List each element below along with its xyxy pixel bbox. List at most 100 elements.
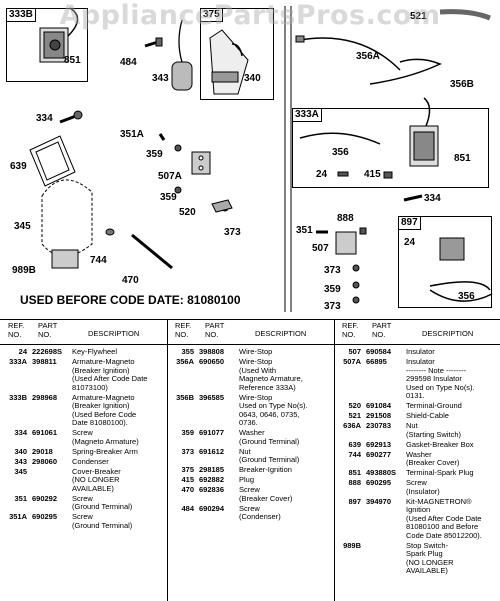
description-cell: Gasket-Breaker Box [406,439,474,449]
ref-cell: 375 [181,465,194,474]
description-cell: Armature-Magneto (Breaker Ignition) (Use… [72,357,148,392]
kit-897-art [429,237,493,302]
description-cell: Screw (Condenser) [239,503,281,521]
box-375 [200,8,274,100]
ref-cell: 415 [181,475,194,484]
callout-343: 343 [152,73,169,84]
part-number-cell: 298185 [199,465,225,474]
condenser-343-art [171,19,193,91]
description-cell: Wire-Stop (Used With Magneto Armature, R… [239,357,303,392]
description-cell: Screw (Ground Terminal) [72,493,133,511]
parts-table: REF. NO. PART NO. DESCRIPTION 24 222698S K… [0,319,500,601]
header-part: PART NO. [205,321,225,339]
part-number-cell: 396585 [199,392,225,402]
shield-521-art [439,9,491,21]
header-ref: REF. NO. [175,321,192,339]
header-desc: DESCRIPTION [422,329,474,338]
armature-333a-art [409,97,439,167]
part-number-cell: 690292 [32,493,58,503]
ref-cell: 744 [348,449,361,459]
part-number-cell: 222698S [32,347,63,356]
callout-989b: 989B [12,265,36,276]
ref-cell: 343 [14,456,27,466]
callout-359b: 359 [160,192,177,203]
callout-351: 351 [296,225,313,236]
ref-cell: 359 [181,428,194,437]
part-number-cell: 690295 [366,478,392,487]
armature-333b-art [39,7,79,63]
callout-415: 415 [364,169,381,180]
box-label-897: 897 [398,216,421,230]
description-cell: Washer (Ground Terminal) [239,428,300,446]
callout-340: 340 [244,73,261,84]
box-897 [398,216,492,308]
box-label-333a: 333A [292,108,322,122]
callout-507a: 507A [158,171,182,182]
box-label-333b: 333B [6,8,36,22]
callout-356c: 356 [458,291,475,302]
callout-507: 507 [312,243,329,254]
part-number-cell: 690650 [199,357,225,366]
part-number-cell: 398811 [32,357,57,366]
header-ref: REF. NO. [342,321,359,339]
terminal-520-art [211,199,233,213]
callout-521: 521 [410,11,427,22]
description-cell: Shield-Cable [406,411,449,420]
wire-356a-art [295,35,401,71]
callout-359c: 359 [324,284,341,295]
description-cell: Kit-MAGNETRON® Ignition (Used After Code… [406,496,482,540]
part-number-cell: 690277 [366,449,392,459]
table-header: REF. NO. PART NO. DESCRIPTION [0,321,167,345]
part-number-cell: 691612 [199,446,225,456]
screw-484-art [144,37,163,48]
callout-373c: 373 [324,301,341,312]
diagram-caption: USED BEFORE CODE DATE: 81080100 [20,293,241,307]
description-cell: Nut (Starting Switch) [406,421,462,439]
ref-cell: 507A [343,357,361,366]
part-number-cell: 394970 [366,496,392,506]
ref-cell: 888 [348,478,361,487]
breaker-375-art [209,29,249,95]
callout-351a: 351A [120,129,144,140]
insulator-507a-art [191,151,211,175]
description-cell: Screw (Breaker Cover) [239,485,293,503]
callout-334b: 334 [424,193,441,204]
header-ref: REF. NO. [8,321,25,339]
ref-cell: 507 [348,347,361,356]
callout-359: 359 [146,149,163,160]
description-cell: Screw (Ground Terminal) [72,512,133,530]
ref-cell: 355 [181,347,194,356]
ref-cell: 897 [348,496,361,506]
part-number-cell: 230783 [366,421,392,430]
part-number-cell: 298968 [32,392,58,402]
header-part: PART NO. [372,321,392,339]
description-cell: Screw (Insulator) [406,478,440,496]
ref-cell: 989B [343,540,361,550]
description-cell: Stop Switch- Spark Plug (NO LONGER AVAIL… [406,540,454,575]
callout-470: 470 [122,275,139,286]
part-number-cell: 298060 [32,456,58,466]
callout-334: 334 [36,113,53,124]
wire-356-art [299,132,381,145]
parts-diagram [29,6,493,312]
screw-351a-art [158,133,166,141]
ref-cell: 520 [348,401,361,410]
box-333b [6,8,88,82]
description-cell: Cover-Breaker (NO LONGER AVAILABLE) [72,466,121,493]
ref-cell: 356B [176,392,194,402]
callout-356b: 356B [450,79,474,90]
ref-cell: 24 [18,347,27,356]
ref-cell: 334 [14,428,27,437]
ref-cell: 345 [14,466,27,476]
washer-744-art [105,228,115,236]
description-cell: Plug [239,475,255,484]
part-number-cell: 690584 [366,347,392,356]
ref-cell: 351 [14,493,27,503]
screw-334-art [59,110,83,124]
description-cell: Condenser [72,456,109,466]
callout-345: 345 [14,221,31,232]
ref-cell: 470 [181,485,194,494]
screw-334-right-art [403,194,423,202]
